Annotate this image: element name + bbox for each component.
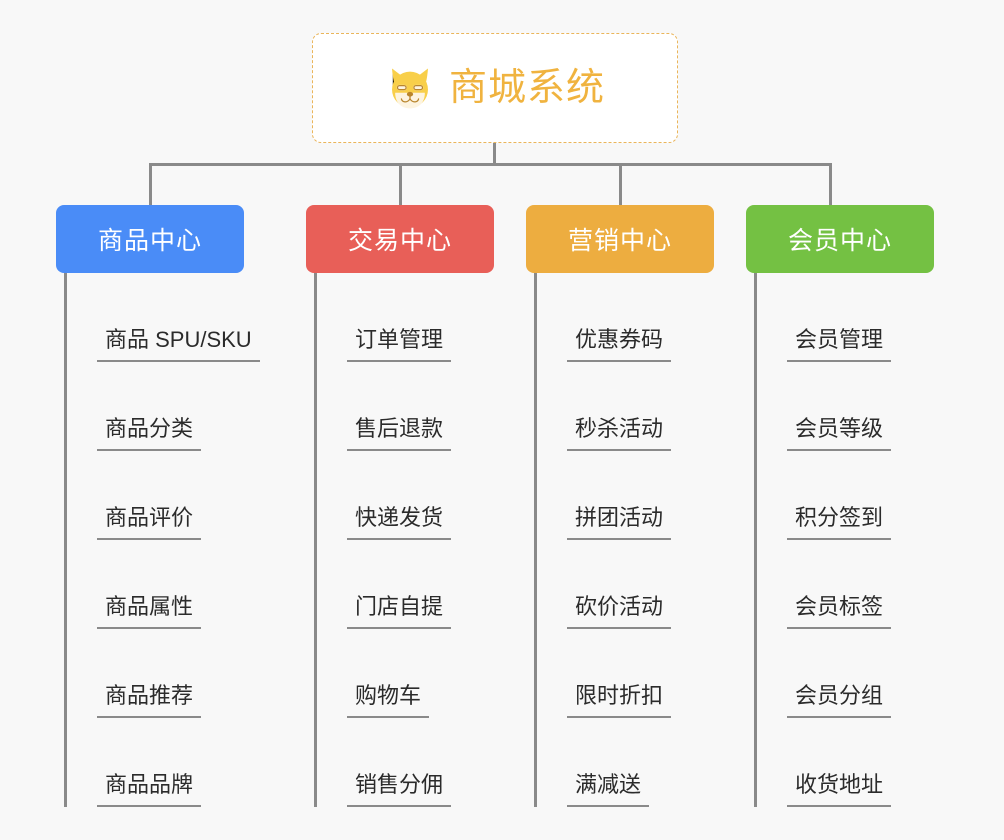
department-header[interactable]: 商品中心 [56,205,244,273]
child-node[interactable]: 商品属性 [56,540,244,629]
child-node[interactable]: 购物车 [306,629,494,718]
child-node[interactable]: 会员标签 [746,540,934,629]
child-node[interactable]: 会员等级 [746,362,934,451]
child-node-label: 快递发货 [347,507,452,540]
child-node[interactable]: 门店自提 [306,540,494,629]
connector-bus [150,163,830,166]
child-node[interactable]: 商品 SPU/SKU [56,273,260,362]
child-node[interactable]: 积分签到 [746,451,934,540]
child-node[interactable]: 商品品牌 [56,718,244,807]
child-node-label: 订单管理 [347,329,452,362]
connector-spine [64,273,67,807]
connector-drop-1 [149,163,152,207]
child-node[interactable]: 满减送 [526,718,714,807]
child-node[interactable]: 会员管理 [746,273,934,362]
department-header[interactable]: 会员中心 [746,205,934,273]
child-node-label: 会员标签 [787,596,892,629]
department-header[interactable]: 营销中心 [526,205,714,273]
connector-spine [314,273,317,807]
department-column: 会员中心会员管理会员等级积分签到会员标签会员分组收货地址 [746,205,934,807]
connector-drop-3 [619,163,622,207]
child-node-label: 会员分组 [787,685,892,718]
child-node[interactable]: 会员分组 [746,629,934,718]
child-node[interactable]: 商品分类 [56,362,244,451]
root-title: 商城系统 [448,67,605,109]
child-node-label: 商品推荐 [97,685,202,718]
department-header[interactable]: 交易中心 [306,205,494,273]
connector-spine [754,273,757,807]
child-node[interactable]: 收货地址 [746,718,934,807]
child-node-label: 购物车 [347,685,430,718]
department-label: 交易中心 [347,227,452,255]
child-node-label: 砍价活动 [567,596,672,629]
child-node-label: 商品 SPU/SKU [97,329,260,362]
child-node-label: 商品评价 [97,507,202,540]
root-node[interactable]: 商城系统 [312,33,678,143]
child-node[interactable]: 拼团活动 [526,451,714,540]
child-node[interactable]: 砍价活动 [526,540,714,629]
connector-drop-2 [399,163,402,207]
dog-face-icon [392,68,428,110]
child-node-label: 商品分类 [97,418,202,451]
child-node-label: 商品属性 [97,596,202,629]
child-node[interactable]: 优惠券码 [526,273,714,362]
child-node-label: 积分签到 [787,507,892,540]
department-label: 营销中心 [567,227,672,255]
department-column: 营销中心优惠券码秒杀活动拼团活动砍价活动限时折扣满减送 [526,205,714,807]
department-column: 商品中心商品 SPU/SKU 商品分类商品评价商品属性商品推荐商品品牌 [56,205,260,807]
child-node-label: 售后退款 [347,418,452,451]
child-node-label: 限时折扣 [567,685,672,718]
connector-spine [534,273,537,807]
connector-root-stem [493,143,496,165]
department-children: 商品 SPU/SKU 商品分类商品评价商品属性商品推荐商品品牌 [56,273,260,807]
child-node-label: 拼团活动 [567,507,672,540]
child-node-label: 秒杀活动 [567,418,672,451]
child-node[interactable]: 订单管理 [306,273,494,362]
child-node-label: 收货地址 [787,774,892,807]
child-node[interactable]: 商品推荐 [56,629,244,718]
child-node-label: 满减送 [567,774,650,807]
department-children: 订单管理售后退款快递发货门店自提购物车销售分佣 [306,273,494,807]
department-label: 会员中心 [787,227,892,255]
child-node[interactable]: 限时折扣 [526,629,714,718]
department-label: 商品中心 [97,227,202,255]
child-node-label: 优惠券码 [567,329,672,362]
connector-drop-4 [829,163,832,207]
child-node[interactable]: 秒杀活动 [526,362,714,451]
child-node[interactable]: 售后退款 [306,362,494,451]
department-column: 交易中心订单管理售后退款快递发货门店自提购物车销售分佣 [306,205,494,807]
department-children: 优惠券码秒杀活动拼团活动砍价活动限时折扣满减送 [526,273,714,807]
child-node-label: 商品品牌 [97,774,202,807]
child-node-label: 会员等级 [787,418,892,451]
child-node-label: 会员管理 [787,329,892,362]
child-node-label: 门店自提 [347,596,452,629]
child-node[interactable]: 快递发货 [306,451,494,540]
department-children: 会员管理会员等级积分签到会员标签会员分组收货地址 [746,273,934,807]
child-node[interactable]: 商品评价 [56,451,244,540]
child-node[interactable]: 销售分佣 [306,718,494,807]
child-node-label: 销售分佣 [347,774,452,807]
